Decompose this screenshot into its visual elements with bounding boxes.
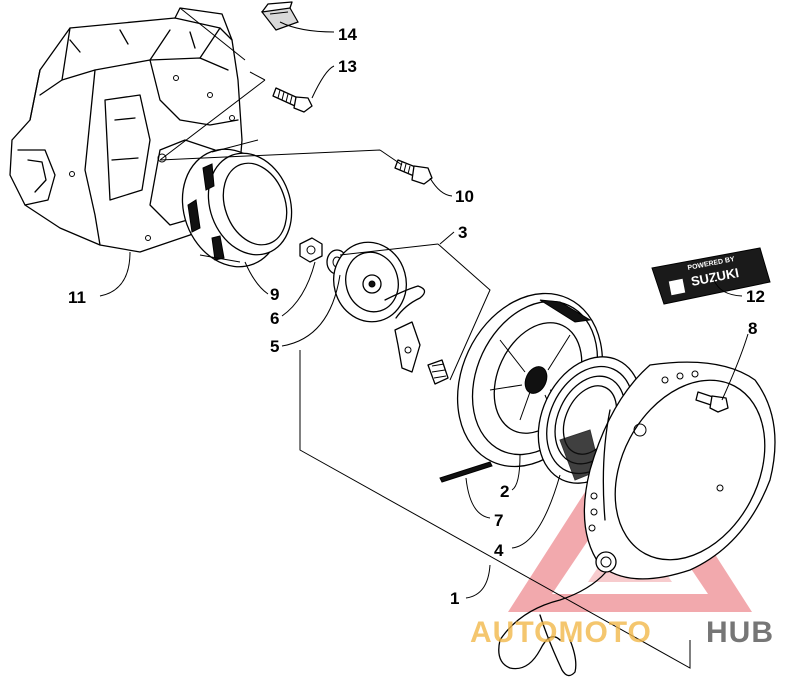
leader-14 <box>279 21 335 33</box>
ratchet-plate-part-3 <box>333 241 449 385</box>
leader-3 <box>439 231 455 245</box>
callout-4: 4 <box>494 541 504 560</box>
watermark-text-part2: HUB <box>706 616 774 649</box>
callout-9: 9 <box>270 285 279 304</box>
leader-8 <box>721 333 749 401</box>
callout-12: 12 <box>746 287 765 306</box>
nut-part-6 <box>299 237 323 263</box>
leader-7 <box>465 477 491 519</box>
rubber-plug-part-14 <box>260 1 299 31</box>
watermark-text: AUTOMOTO HUB <box>470 616 774 649</box>
callout-10: 10 <box>455 187 474 206</box>
callout-2: 2 <box>500 482 509 501</box>
starter-case-part-1 <box>583 361 776 580</box>
rope-part-7 <box>439 461 493 483</box>
callout-8: 8 <box>748 319 757 338</box>
bolt-part-13 <box>272 87 313 113</box>
callout-5: 5 <box>270 337 279 356</box>
pull-rope-handle <box>498 571 607 677</box>
leader-11 <box>99 251 131 297</box>
bolt-part-8 <box>695 391 729 413</box>
callout-6: 6 <box>270 309 279 328</box>
leader-12 <box>713 279 743 297</box>
leader-10 <box>429 177 453 197</box>
callout-labels: 14 13 10 3 11 9 6 5 12 8 2 7 4 1 <box>68 25 765 608</box>
decal-s-logo-icon <box>668 278 686 296</box>
callout-11: 11 <box>68 288 86 307</box>
leader-lines <box>99 21 749 599</box>
leader-9 <box>244 261 269 295</box>
watermark-text-part1: AUTOMOTO <box>470 616 652 649</box>
callout-13: 13 <box>338 57 357 76</box>
leader-6 <box>281 261 316 317</box>
leader-5 <box>281 274 341 347</box>
leader-2 <box>511 454 521 491</box>
callout-1: 1 <box>450 589 459 608</box>
callout-3: 3 <box>458 223 467 242</box>
drive-pulley-part-9 <box>181 139 293 268</box>
leader-1 <box>465 564 491 599</box>
suzuki-decal-part-12: POWERED BY SUZUKI <box>651 247 771 305</box>
leader-4 <box>511 474 561 549</box>
leader-13 <box>311 65 335 99</box>
callout-7: 7 <box>494 511 503 530</box>
callout-14: 14 <box>338 25 357 44</box>
assembly-outline-lines <box>159 7 691 669</box>
